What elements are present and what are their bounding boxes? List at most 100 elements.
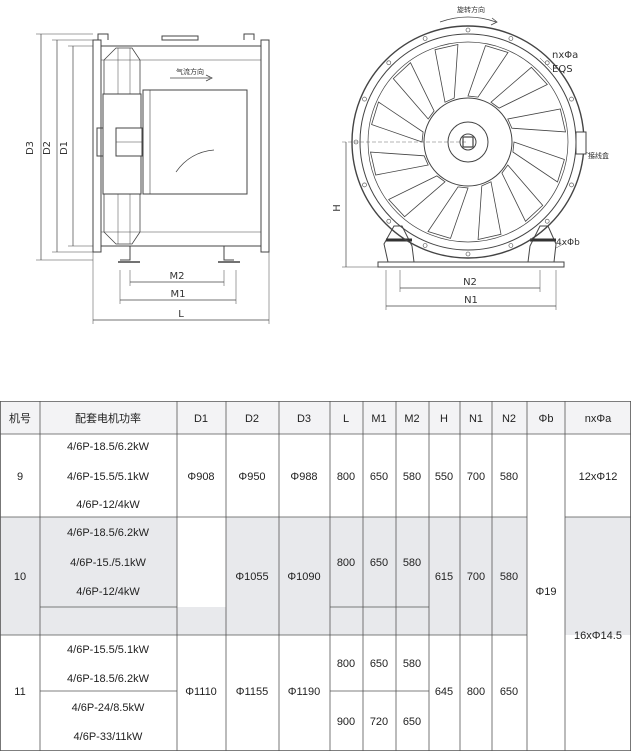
flange-bolt-hole: [422, 243, 428, 248]
side-view: [36, 33, 270, 324]
header-cell: 配套电机功率: [75, 411, 141, 425]
motor-power: 4/6P-18.5/6.2kW: [67, 673, 150, 685]
cell-d3: Φ1190: [288, 686, 320, 698]
cell-m1: 720: [370, 716, 388, 728]
machine-no: 10: [14, 571, 26, 583]
hole-pattern-label: nxΦa: [552, 50, 578, 61]
header-cell: nxΦa: [585, 413, 612, 425]
cell-h: 550: [435, 471, 453, 483]
cell-m1: 650: [370, 557, 388, 569]
motor-power: 4/6P-15.5/5.1kW: [67, 471, 150, 483]
cell-l: 800: [337, 658, 355, 670]
flange-bolt-hole: [544, 60, 550, 66]
front-view: [342, 16, 597, 310]
machine-no: 11: [14, 686, 25, 698]
fan-blade: [467, 45, 509, 98]
cell-d3: Φ988: [290, 471, 317, 483]
cell-holes: 12xΦ12: [579, 471, 618, 483]
header-cell: M2: [404, 413, 419, 425]
cell-h: 615: [435, 571, 453, 583]
cell-n2: 580: [500, 571, 518, 583]
cell-l: 900: [337, 716, 355, 728]
dim-m1-label: M1: [171, 289, 186, 300]
flange-bolt-hole: [544, 218, 550, 224]
cell-m2: 580: [403, 471, 421, 483]
cell-d2: Φ950: [238, 471, 265, 483]
cell-n1: 800: [467, 686, 485, 698]
dim-m2-label: M2: [170, 271, 185, 282]
header-cell: 机号: [9, 411, 31, 425]
fan-blade: [501, 164, 544, 222]
motor-power: 4/6P-12/4kW: [76, 499, 140, 511]
airflow-label: 气流方向: [176, 67, 204, 76]
motor-power: 4/6P-18.5/6.2kW: [67, 441, 150, 453]
flange-bolt-hole: [569, 182, 574, 188]
header-cell: H: [440, 413, 448, 425]
flange-bolt-hole: [508, 243, 514, 248]
cell-m2: 580: [403, 557, 421, 569]
cell-n1: 700: [467, 471, 485, 483]
cell-foot-hole-shared: Φ19: [535, 586, 556, 598]
foot-hole-label: 4xΦb: [556, 238, 580, 248]
flange-bolt-hole: [422, 36, 428, 41]
rotation-label: 旋转方向: [457, 5, 485, 14]
table-row-group-10: 10 4/6P-18.5/6.2kW 4/6P-15./5.1kW 4/6P-1…: [14, 527, 518, 598]
cell-d1: Φ1110: [185, 686, 217, 698]
fan-blade: [427, 186, 469, 239]
cell-d2: Φ1155: [236, 686, 268, 698]
dim-h-label: H: [332, 204, 343, 212]
motor-power: 4/6P-18.5/6.2kW: [67, 527, 150, 539]
fan-blade: [388, 175, 446, 218]
fan-blade: [434, 43, 459, 103]
flange-bolt-hole: [569, 96, 574, 102]
cell-m1: 650: [370, 658, 388, 670]
spec-table: 机号 配套电机功率 D1 D2 D3 L M1 M2 H N1 N2 Φb nx…: [0, 401, 631, 751]
cell-l: 800: [337, 557, 355, 569]
motor-power: 4/6P-15.5/5.1kW: [67, 644, 150, 656]
fan-blade: [507, 108, 567, 133]
header-cell: D1: [194, 413, 208, 425]
fan-blade: [392, 62, 435, 120]
dim-n1-label: N1: [464, 295, 478, 306]
flange-bolt-hole: [465, 251, 471, 257]
fan-blade: [369, 151, 429, 176]
motor-power: 4/6P-33/11kW: [74, 731, 144, 743]
dim-d3-label: D3: [25, 141, 36, 155]
dim-d1-label: D1: [59, 141, 70, 155]
cell-n1: 700: [467, 571, 485, 583]
flange-bolt-hole: [508, 36, 514, 41]
cell-n2: 650: [500, 686, 518, 698]
motor-power: 4/6P-15./5.1kW: [70, 557, 146, 569]
cell-d1: Φ908: [187, 471, 214, 483]
cell-l: 800: [337, 471, 355, 483]
header-cell: D3: [297, 413, 311, 425]
fan-blade: [512, 141, 565, 183]
table-row-group-9: 9 4/6P-18.5/6.2kW 4/6P-15.5/5.1kW 4/6P-1…: [17, 441, 617, 511]
header-cell: N2: [502, 413, 516, 425]
cell-m2: 650: [403, 716, 421, 728]
flange-bolt-hole: [386, 60, 392, 66]
motor-power: 4/6P-12/4kW: [76, 586, 140, 598]
dim-n2-label: N2: [463, 277, 477, 288]
fan-blade: [371, 101, 424, 143]
dim-d2-label: D2: [42, 141, 53, 155]
fan-blade: [490, 66, 548, 109]
eqs-label: EQS: [552, 64, 573, 75]
dim-l-label: L: [178, 309, 184, 320]
flange-bolt-hole: [465, 27, 471, 33]
header-cell: Φb: [539, 413, 554, 425]
motor-power: 4/6P-24/8.5kW: [72, 702, 145, 714]
header-cell: M1: [371, 413, 386, 425]
cell-n2: 580: [500, 471, 518, 483]
flange-bolt-hole: [362, 96, 367, 102]
cell-m1: 650: [370, 471, 388, 483]
header-cell: N1: [469, 413, 483, 425]
cell-holes-shared: 16xΦ14.5: [574, 630, 622, 642]
header-cell: L: [343, 413, 349, 425]
machine-no: 9: [17, 471, 23, 483]
cell-m2: 580: [403, 658, 421, 670]
technical-drawing: D3 D2 D1 气流方向 M2 M1 L: [25, 5, 609, 324]
table-header-row: 机号 配套电机功率 D1 D2 D3 L M1 M2 H N1 N2 Φb nx…: [9, 411, 612, 425]
table-row-group-11: 11 4/6P-15.5/5.1kW 4/6P-18.5/6.2kW 4/6P-…: [14, 644, 518, 743]
junction-box-label: 接线盒: [588, 151, 609, 160]
